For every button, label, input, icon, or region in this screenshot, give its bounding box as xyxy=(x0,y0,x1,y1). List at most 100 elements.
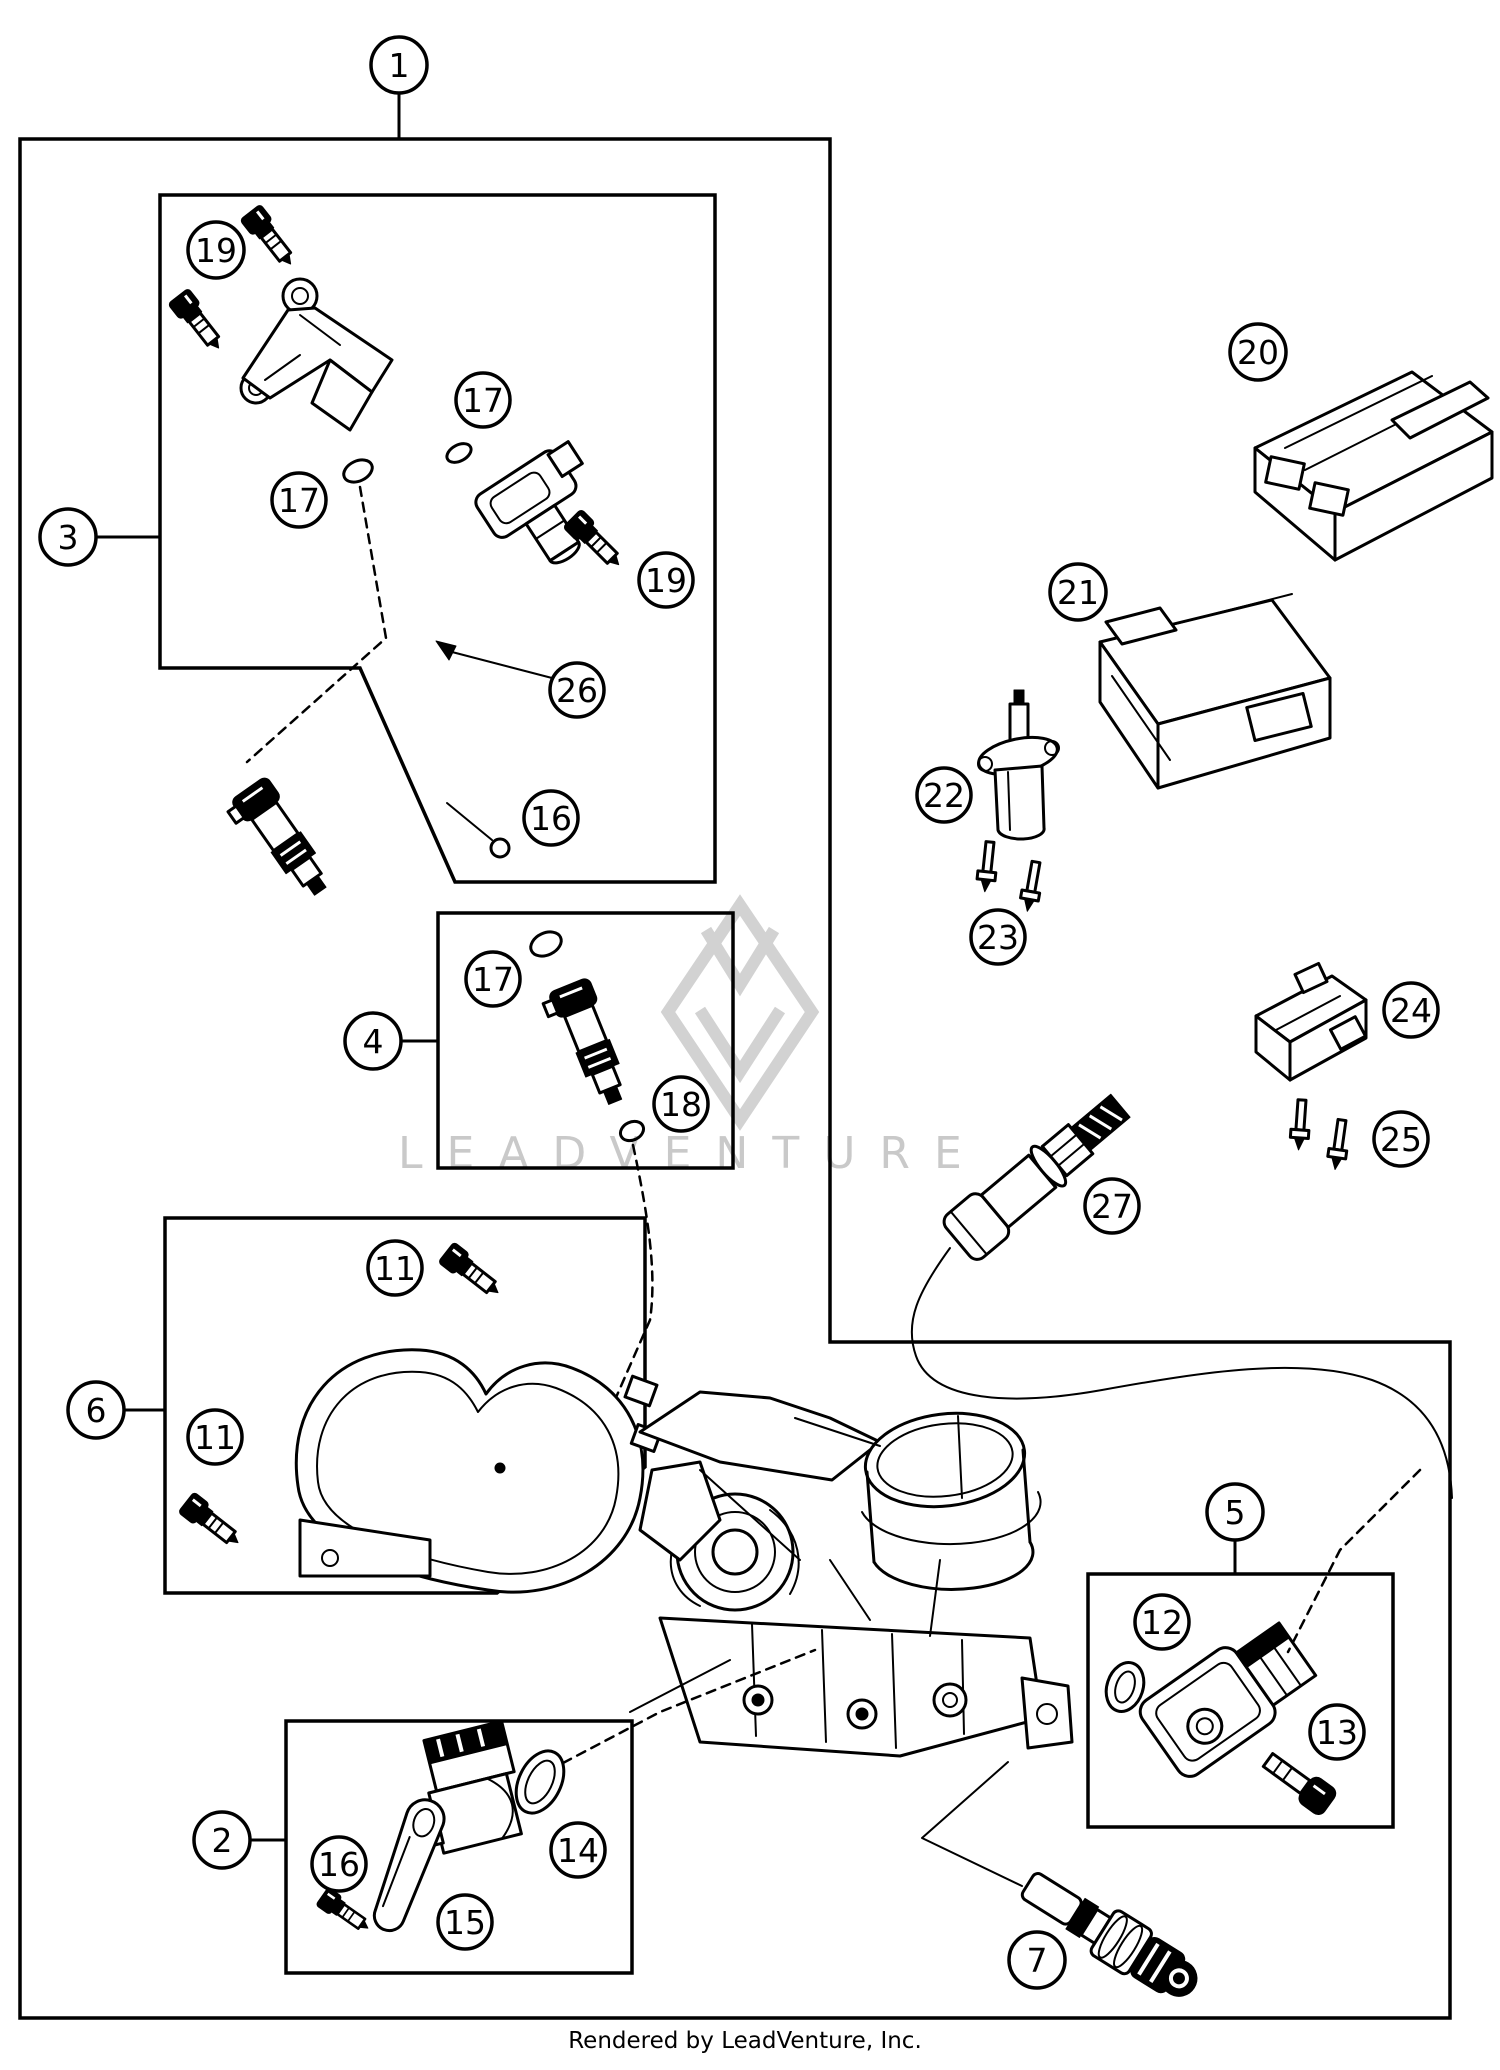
part-bracket-15 xyxy=(372,1798,446,1933)
svg-text:16: 16 xyxy=(530,799,572,838)
svg-text:19: 19 xyxy=(195,231,237,270)
screw-25-left xyxy=(1288,1097,1313,1153)
o-ring-17-upper xyxy=(445,442,473,464)
svg-text:27: 27 xyxy=(1091,1187,1133,1226)
callout-14[interactable]: 14 xyxy=(549,1821,607,1879)
screw-16-box2 xyxy=(314,1885,376,1939)
o-ring-14 xyxy=(514,1749,566,1815)
svg-text:13: 13 xyxy=(1316,1713,1358,1752)
callout-22[interactable]: 22 xyxy=(915,766,973,824)
svg-text:12: 12 xyxy=(1141,1603,1183,1642)
pointer-body-to-part7 xyxy=(921,1761,1023,1887)
part-ecu-21 xyxy=(1098,593,1332,790)
group-box-2-outline xyxy=(284,1719,634,1975)
svg-text:22: 22 xyxy=(923,776,965,815)
wire-from-solenoid xyxy=(910,1247,1453,1499)
callout-15[interactable]: 15 xyxy=(436,1893,494,1951)
part-throttle-body xyxy=(638,1390,1074,1758)
leadventure-watermark-text: LEADVENTURE xyxy=(398,1128,986,1179)
group-box-3-outline xyxy=(158,193,717,884)
svg-text:17: 17 xyxy=(278,481,320,520)
part-sensor-24 xyxy=(1254,961,1368,1082)
callout-12[interactable]: 12 xyxy=(1133,1593,1191,1651)
callout-17-lower[interactable]: 17 xyxy=(270,471,328,529)
svg-text:17: 17 xyxy=(472,960,514,999)
part-fuel-injector-upper xyxy=(221,773,340,910)
screw-23-left xyxy=(974,839,1001,895)
svg-text:6: 6 xyxy=(86,1391,107,1430)
svg-text:17: 17 xyxy=(462,381,504,420)
svg-text:5: 5 xyxy=(1225,1493,1246,1532)
screw-19-upper xyxy=(238,202,303,274)
svg-text:1: 1 xyxy=(389,46,410,85)
callout-27[interactable]: 27 xyxy=(1083,1177,1141,1235)
pointer-body-to-box2 xyxy=(629,1659,731,1713)
svg-text:14: 14 xyxy=(557,1831,599,1870)
svg-text:15: 15 xyxy=(444,1903,486,1942)
callout-26[interactable]: 26 xyxy=(548,661,606,719)
group-box-1-outline xyxy=(18,137,1452,2020)
screw-25-right xyxy=(1324,1117,1353,1173)
pointer-o-ring-18-to-body xyxy=(558,1143,654,1527)
svg-text:20: 20 xyxy=(1237,333,1279,372)
callout-19-right[interactable]: 19 xyxy=(637,551,695,609)
svg-text:23: 23 xyxy=(977,918,1019,957)
callout-24[interactable]: 24 xyxy=(1382,981,1440,1039)
svg-text:21: 21 xyxy=(1057,573,1099,612)
callout-6[interactable]: 6 xyxy=(66,1380,126,1440)
part-fuel-line-connector xyxy=(1020,1872,1198,1997)
callout-7[interactable]: 7 xyxy=(1007,1930,1067,1990)
part-cable-bracket xyxy=(239,277,394,432)
svg-text:19: 19 xyxy=(645,561,687,600)
callout-17-upper[interactable]: 17 xyxy=(454,371,512,429)
svg-text:16: 16 xyxy=(318,1845,360,1884)
o-ring-16-pointer xyxy=(446,802,493,841)
callout-23[interactable]: 23 xyxy=(969,908,1027,966)
screw-11-upper xyxy=(436,1240,508,1305)
callout-17-box4[interactable]: 17 xyxy=(464,950,522,1008)
callout-16-box3[interactable]: 16 xyxy=(522,789,580,847)
o-ring-12 xyxy=(1104,1661,1146,1713)
part-map-sensor xyxy=(474,440,584,565)
svg-text:18: 18 xyxy=(660,1085,702,1124)
o-ring-16 xyxy=(489,837,511,859)
pointer-o-ring-14-to-body xyxy=(561,1648,817,1765)
callout-25[interactable]: 25 xyxy=(1372,1110,1430,1168)
leadventure-watermark-logo xyxy=(660,894,820,1131)
screw-11-lower xyxy=(176,1490,248,1555)
arrow-26 xyxy=(435,640,553,679)
callout-16-box2[interactable]: 16 xyxy=(310,1835,368,1893)
part-fuel-injector-lower xyxy=(538,975,638,1115)
o-ring-17-lower xyxy=(342,458,374,484)
svg-text:4: 4 xyxy=(363,1022,384,1061)
callout-19-upper[interactable]: 19 xyxy=(186,220,246,280)
callout-18[interactable]: 18 xyxy=(652,1075,710,1133)
callout-11-upper[interactable]: 11 xyxy=(366,1239,424,1297)
screw-19-left xyxy=(166,286,231,358)
callout-4[interactable]: 4 xyxy=(343,1011,403,1071)
callout-5[interactable]: 5 xyxy=(1205,1482,1265,1542)
callout-21[interactable]: 21 xyxy=(1048,562,1108,622)
o-ring-18 xyxy=(618,1119,646,1143)
callout-20[interactable]: 20 xyxy=(1228,322,1288,382)
svg-text:11: 11 xyxy=(194,1418,236,1457)
svg-text:3: 3 xyxy=(58,518,79,557)
callout-13[interactable]: 13 xyxy=(1308,1703,1366,1761)
callout-2[interactable]: 2 xyxy=(192,1810,252,1870)
svg-text:24: 24 xyxy=(1390,991,1432,1030)
part-throttle-position-sensor xyxy=(1138,1621,1318,1778)
svg-text:25: 25 xyxy=(1380,1120,1422,1159)
part-solenoid-27 xyxy=(942,1093,1131,1261)
wire-into-box5 xyxy=(1286,1468,1422,1654)
callout-3[interactable]: 3 xyxy=(38,507,98,567)
screw-13 xyxy=(1261,1752,1337,1815)
svg-text:2: 2 xyxy=(212,1821,233,1860)
screw-23-right xyxy=(1016,858,1047,915)
part-tip-over-sensor xyxy=(977,689,1060,841)
callout-1[interactable]: 1 xyxy=(369,35,429,95)
callout-11-lower[interactable]: 11 xyxy=(186,1408,244,1466)
part-ecu-20 xyxy=(1253,370,1494,562)
part-throttle-cover xyxy=(294,1348,663,1594)
footer-credit: Rendered by LeadVenture, Inc. xyxy=(568,2028,922,2054)
